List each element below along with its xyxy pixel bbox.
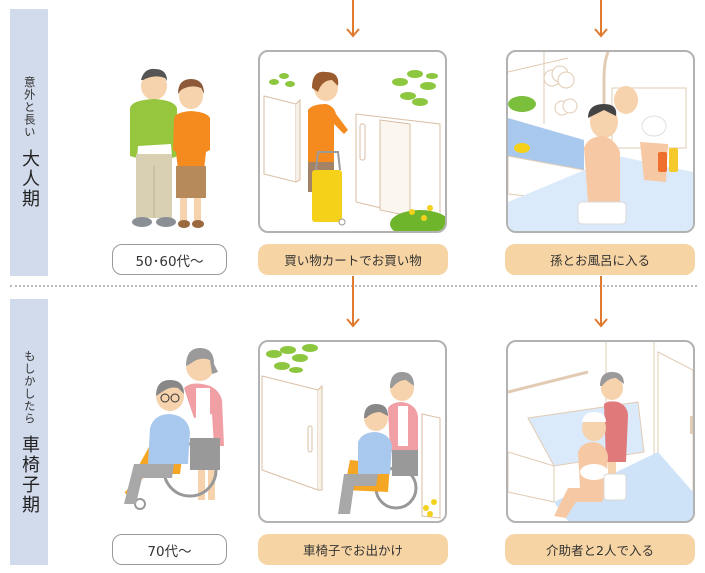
stage-label-adult: 意外と長い 大人期 — [10, 9, 48, 276]
stage-title: 車椅子期 — [19, 434, 40, 515]
arrow-down-icon — [594, 276, 608, 328]
arrow-down-icon — [594, 0, 608, 38]
activity-caption: 孫とお風呂に入る — [505, 244, 695, 275]
stage-sublabel: 意外と長い — [22, 76, 37, 139]
arrow-down-icon — [346, 276, 360, 328]
activity-illustration-shopping — [258, 50, 447, 233]
activity-caption: 介助者と2人で入る — [505, 534, 695, 565]
age-badge: 70代～ — [112, 534, 227, 565]
age-badge: 50･60代～ — [112, 244, 227, 275]
activity-illustration-bath-grandchild — [506, 50, 695, 233]
elderly-couple-wheelchair-illustration — [124, 348, 224, 510]
activity-caption: 車椅子でお出かけ — [258, 534, 448, 565]
stage-label-wheelchair: もしかしたら 車椅子期 — [10, 299, 48, 565]
stage-title: 大人期 — [19, 148, 40, 209]
activity-illustration-wheelchair-outing — [258, 340, 447, 523]
stage-sublabel: もしかしたら — [22, 349, 37, 425]
activity-caption: 買い物カートでお買い物 — [258, 244, 448, 275]
arrow-down-icon — [346, 0, 360, 38]
middle-aged-couple-illustration — [130, 68, 210, 228]
activity-illustration-caregiver-bath — [506, 340, 695, 523]
